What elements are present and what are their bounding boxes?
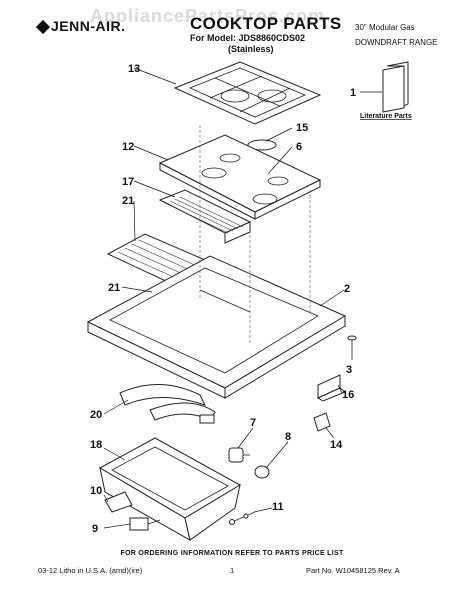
- burner-cap: [247, 139, 277, 151]
- callout-10: 10: [90, 485, 102, 497]
- model-variant: (Stainless): [228, 44, 274, 54]
- callout-3: 3: [346, 364, 352, 376]
- main-cooktop: [86, 255, 347, 399]
- callout-14: 14: [330, 439, 343, 451]
- air-shutter: [254, 465, 270, 479]
- product-spec: 30" Modular Gas: [355, 23, 415, 32]
- vent-grille: [158, 189, 252, 244]
- literature-booklet: Literature Parts: [360, 61, 412, 120]
- mounting-screw: [347, 335, 357, 350]
- grill-burner-assembly: [119, 384, 216, 424]
- gasket: [104, 491, 133, 513]
- cooktop-cartridge: [158, 134, 322, 220]
- brand-logo: JENN-AIR.: [35, 18, 126, 35]
- callout-7: 7: [250, 417, 256, 429]
- callout-6: 6: [296, 141, 302, 153]
- spring-clip: [313, 412, 331, 432]
- callout-9: 9: [92, 523, 98, 535]
- model-number: For Model: JDS8860CDS02: [190, 33, 306, 43]
- orifice-fitting: [228, 447, 250, 463]
- bracket: [316, 374, 346, 402]
- callout-16: 16: [342, 389, 354, 401]
- callout-17: 17: [122, 176, 134, 188]
- drip-basin: [98, 437, 242, 541]
- callout-2: 2: [344, 283, 350, 295]
- brand-name: JENN-AIR.: [51, 18, 126, 34]
- callout-1: 1: [350, 87, 356, 99]
- callout-15: 15: [296, 122, 308, 134]
- burner-grate: [173, 61, 322, 125]
- page-number: 1: [230, 566, 235, 575]
- callout-21-lower: 21: [108, 282, 120, 294]
- callout-20: 20: [90, 409, 102, 421]
- callout-18: 18: [90, 439, 102, 451]
- callout-12: 12: [122, 141, 134, 153]
- callout-8: 8: [285, 431, 291, 443]
- callout-13: 13: [128, 63, 140, 75]
- callout-11: 11: [272, 501, 284, 513]
- watermark: AppliancePartsPros.com: [90, 6, 326, 26]
- part-number: Part No. W10458125 Rev. A: [306, 566, 400, 575]
- callout-21-upper: 21: [122, 195, 134, 207]
- literature-label: Literature Parts: [360, 113, 412, 120]
- product-range: DOWNDRAFT RANGE: [355, 38, 438, 47]
- ordering-info: FOR ORDERING INFORMATION REFER TO PARTS …: [120, 550, 344, 557]
- footer-litho: 03-12 Litho in U.S.A. (amd)(ire): [38, 566, 143, 575]
- igniter-wire: [229, 511, 256, 525]
- page-title: COOKTOP PARTS: [190, 14, 342, 33]
